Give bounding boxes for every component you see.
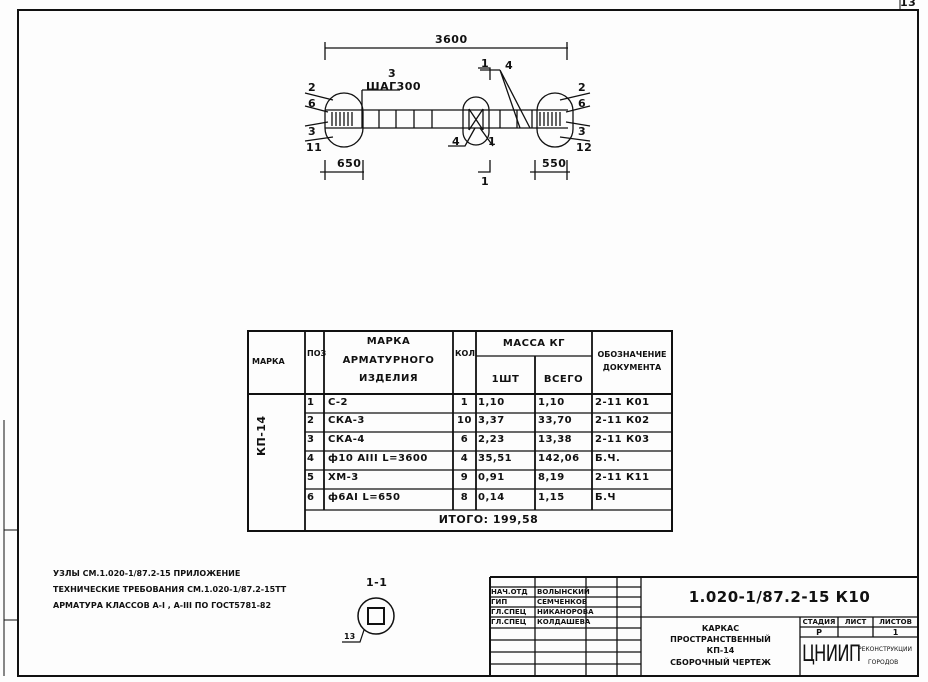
- cell-pos: 6: [307, 492, 315, 503]
- cell-doc: Б.Ч: [595, 492, 617, 503]
- cell-doc: Б.Ч.: [595, 453, 621, 464]
- cell-unit: 2,23: [478, 434, 505, 445]
- signature-role: ГЛ.СПЕЦ: [491, 618, 527, 626]
- section-mark-bottom: 1: [481, 175, 490, 188]
- sheets-value: 1: [892, 628, 899, 637]
- signature-name: НИКАНОРОВА: [537, 608, 594, 616]
- title-block-grid: [489, 576, 918, 676]
- signature-role: ГЛ.СПЕЦ: [491, 608, 527, 616]
- frame-elevation: [304, 42, 591, 180]
- header-item-3: ИЗДЕЛИЯ: [358, 373, 419, 384]
- cell-item: СКА-3: [328, 415, 365, 426]
- stage-header: СТАДИЯ: [802, 618, 836, 626]
- label-4-mid: 4: [452, 135, 461, 148]
- document-code: 1.020-1/87.2-15 К10: [688, 588, 871, 606]
- cell-doc: 2-11 К02: [595, 415, 650, 426]
- cell-item: ф6АI L=650: [328, 492, 401, 503]
- cell-item: ХМ-3: [328, 472, 359, 483]
- signature-role: НАЧ.ОТД: [491, 588, 528, 596]
- sheet-corner-number: 13: [900, 0, 917, 9]
- label-4-top: 4: [505, 59, 514, 72]
- org-name-2: ГОРОДОВ: [868, 659, 899, 666]
- cell-doc: 2-11 К03: [595, 434, 650, 445]
- header-pos: ПОЗ: [307, 349, 327, 358]
- label-right-3: 3: [578, 125, 587, 138]
- signature-name: ВОЛЫНСКИЙ: [537, 588, 590, 596]
- note-2: ТЕХНИЧЕСКИЕ ТРЕБОВАНИЯ СМ.1.020-1/87.2-1…: [53, 585, 287, 594]
- label-left-3: 3: [308, 125, 317, 138]
- desc-4: СБОРОЧНЫЙ ЧЕРТЕЖ: [670, 658, 771, 667]
- cell-pos: 1: [307, 397, 315, 408]
- cell-qty: 10: [457, 415, 472, 426]
- header-mass-total: ВСЕГО: [543, 374, 584, 385]
- sheet-header: ЛИСТ: [844, 618, 867, 626]
- cell-pos: 2: [307, 415, 315, 426]
- group-mark: КП-14: [255, 415, 268, 456]
- label-right-2: 2: [578, 81, 587, 94]
- spec-table-grid: [247, 330, 673, 532]
- cell-unit: 1,10: [478, 397, 505, 408]
- cell-doc: 2-11 К01: [595, 397, 650, 408]
- cell-qty: 6: [460, 434, 469, 445]
- label-1-mid: 1: [488, 135, 497, 148]
- org-name-1: РЕКОНСТРУКЦИИ: [858, 646, 912, 653]
- cell-total: 13,38: [538, 434, 573, 445]
- header-mass: МАССА КГ: [502, 338, 566, 349]
- org-logo: ЦНИИП: [802, 642, 861, 667]
- cell-unit: 0,14: [478, 492, 505, 503]
- desc-3: КП-14: [706, 646, 735, 655]
- header-mass-unit: 1ШТ: [491, 374, 520, 385]
- label-3-top: 3: [388, 67, 397, 80]
- signature-name: КОЛДАШЕВА: [537, 618, 591, 626]
- cell-qty: 9: [460, 472, 469, 483]
- section-title: 1-1: [366, 576, 388, 589]
- cell-total: 1,10: [538, 397, 565, 408]
- label-left-2: 2: [308, 81, 317, 94]
- header-item-2: АРМАТУРНОГО: [342, 355, 435, 366]
- table-total: ИТОГО: 199,58: [438, 513, 539, 526]
- header-doc-2: ДОКУМЕНТА: [602, 363, 662, 372]
- desc-1: КАРКАС: [701, 624, 740, 633]
- stage-value: Р: [816, 628, 822, 637]
- cell-item: СКА-4: [328, 434, 365, 445]
- cell-pos: 3: [307, 434, 315, 445]
- cell-doc: 2-11 К11: [595, 472, 650, 483]
- cell-total: 1,15: [538, 492, 565, 503]
- note-1: УЗЛЫ СМ.1.020-1/87.2-15 ПРИЛОЖЕНИЕ: [53, 569, 241, 578]
- section-label: 13: [344, 632, 356, 641]
- section-mark-top: 1: [481, 57, 490, 70]
- header-item-1: МАРКА: [366, 336, 411, 347]
- cell-total: 8,19: [538, 472, 565, 483]
- sheets-header: ЛИСТОВ: [879, 618, 912, 626]
- signature-role: ГИП: [491, 598, 508, 606]
- cell-unit: 3,37: [478, 415, 505, 426]
- cell-qty: 8: [460, 492, 469, 503]
- cell-qty: 4: [460, 453, 469, 464]
- label-left-6: 6: [308, 97, 317, 110]
- cell-unit: 0,91: [478, 472, 505, 483]
- header-mark: МАРКА: [252, 357, 285, 366]
- dim-left: 650: [337, 157, 362, 170]
- label-right-6: 6: [578, 97, 587, 110]
- label-right-12: 12: [576, 141, 593, 154]
- cell-qty: 1: [460, 397, 469, 408]
- cell-pos: 4: [307, 453, 315, 464]
- label-left-11: 11: [306, 141, 323, 154]
- dim-right: 550: [542, 157, 567, 170]
- dim-total: 3600: [435, 33, 468, 46]
- cell-total: 142,06: [538, 453, 580, 464]
- header-doc-1: ОБОЗНАЧЕНИЕ: [597, 350, 667, 359]
- header-qty: КОЛ: [455, 349, 475, 358]
- cell-total: 33,70: [538, 415, 573, 426]
- note-3: АРМАТУРА КЛАССОВ А-I , А-III ПО ГОСТ5781…: [53, 601, 272, 610]
- cell-item: ф10 АIII L=3600: [328, 453, 428, 464]
- cell-pos: 5: [307, 472, 315, 483]
- cell-unit: 35,51: [478, 453, 513, 464]
- cell-item: С-2: [328, 397, 348, 408]
- desc-2: ПРОСТРАНСТВЕННЫЙ: [670, 635, 771, 644]
- step-label: ШАГ300: [366, 80, 422, 93]
- signature-name: СЕМЧЕНКОВ: [537, 598, 588, 606]
